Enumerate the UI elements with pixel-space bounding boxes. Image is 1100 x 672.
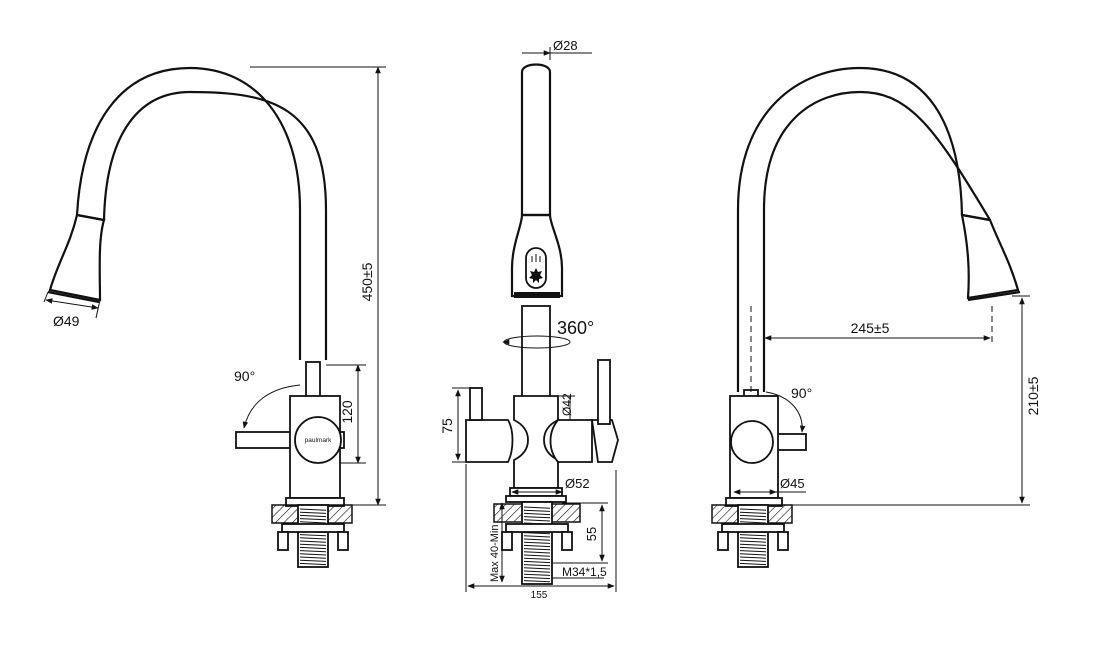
thread-line: [523, 516, 551, 519]
spout-diameter-label: Ø49: [53, 313, 80, 329]
thread-line: [739, 537, 767, 540]
right-body-diameter-label: Ø45: [780, 476, 805, 491]
thread-line: [299, 514, 327, 518]
thread-line: [523, 538, 551, 541]
height-total-label: 450±5: [359, 262, 375, 301]
thread-line: [299, 534, 327, 537]
thread-line: [523, 557, 551, 560]
thread-line: [739, 553, 767, 556]
spray-mode-icon: [529, 254, 543, 283]
thread-line: [523, 509, 551, 512]
thread-line: [299, 550, 327, 553]
thread-line: [523, 535, 551, 538]
thread-line: [299, 537, 327, 540]
thread-line: [523, 548, 551, 551]
thread-line: [523, 580, 551, 583]
thread-line: [523, 506, 551, 509]
right-rotation-label: 90°: [791, 385, 812, 401]
thread-line: [299, 518, 327, 521]
thread-line: [523, 567, 551, 570]
thread-line: [739, 518, 767, 521]
thread-line: [299, 521, 327, 524]
thread-label: M34*1,5: [562, 565, 607, 579]
thread-line: [739, 511, 767, 514]
thread-line: [299, 559, 327, 562]
top-diameter-label: Ø28: [553, 38, 578, 53]
thread-line: [523, 519, 551, 522]
left-side-view: paulmark 450±5 120 Ø49 90°: [43, 66, 386, 568]
thread-line: [523, 541, 551, 544]
thread-line: [523, 576, 551, 580]
right-side-view: 245±5 210±5 Ø45 90°: [711, 66, 1041, 568]
thread-line: [299, 508, 327, 511]
thread-line: [739, 540, 767, 543]
thread-line: [299, 540, 327, 543]
thread-line: [523, 544, 551, 548]
thread-line: [299, 511, 327, 514]
total-width-label: 155: [531, 590, 548, 601]
thread-line: [739, 556, 767, 559]
countertop-thickness-label: Max 40-Min: [489, 525, 501, 582]
thread-line: [523, 573, 551, 576]
thread-line: [523, 554, 551, 557]
thread-line: [739, 521, 767, 524]
front-body-height-label: 75: [439, 418, 455, 434]
thread-line: [739, 543, 767, 546]
thread-line: [523, 512, 551, 516]
thread-line: [739, 514, 767, 518]
body-diameter-label: Ø42: [560, 393, 574, 416]
thread-line: [299, 562, 327, 566]
brand-logo: paulmark: [305, 437, 332, 444]
thread-line: [299, 543, 327, 546]
thread-line: [739, 534, 767, 537]
thread-line: [299, 553, 327, 556]
thread-line: [739, 550, 767, 553]
thread-line: [739, 559, 767, 562]
front-view: Ø28 360° Ø42 75 Ø52 Max 40-Min 55 M34*1,…: [439, 38, 619, 601]
left-rotation-label: 90°: [234, 368, 255, 384]
base-diameter-label: Ø52: [565, 476, 590, 491]
outlet-height-label: 210±5: [1025, 376, 1041, 415]
reach-label: 245±5: [851, 320, 890, 336]
thread-line: [739, 508, 767, 511]
swivel-label: 360°: [557, 318, 594, 338]
body-height-label: 120: [339, 400, 355, 424]
thread-line: [523, 560, 551, 564]
thread-line: [299, 556, 327, 559]
thread-line: [523, 570, 551, 573]
thread-line: [739, 546, 767, 550]
thread-line: [523, 564, 551, 567]
thread-line: [739, 562, 767, 566]
thread-line: [299, 546, 327, 550]
thread-line: [523, 551, 551, 554]
shank-length-label: 55: [584, 527, 599, 541]
